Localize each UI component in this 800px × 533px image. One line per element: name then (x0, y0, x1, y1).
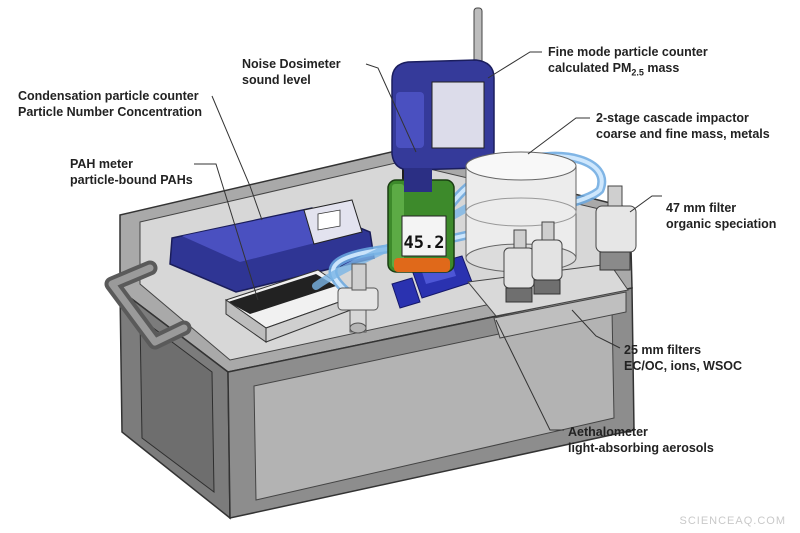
label-filter47-line2: organic speciation (666, 217, 777, 231)
label-fine-line2-prefix: calculated PM (548, 61, 632, 75)
leader-filter25 (571, 309, 621, 349)
label-47mm-filter: 47 mm filter organic speciation (666, 200, 776, 232)
label-pah-line2: particle-bound PAHs (70, 173, 193, 187)
label-aethalometer: Aethalometer light-absorbing aerosols (568, 424, 714, 456)
fine-mode-particle-counter (391, 7, 495, 192)
label-noise-line2: sound level (242, 73, 311, 87)
condensation-particle-counter (169, 199, 375, 293)
label-pah-line1: PAH meter (70, 157, 133, 171)
label-noise-dosimeter: Noise Dosimeter sound level (242, 56, 341, 88)
label-impactor-line1: 2-stage cascade impactor (596, 111, 749, 125)
leader-cpc (211, 95, 263, 221)
label-fine-mode-counter: Fine mode particle counter calculated PM… (548, 44, 708, 81)
label-filter25-line1: 25 mm filters (624, 343, 702, 357)
leader-lines (194, 51, 662, 431)
leader-pah (194, 163, 259, 301)
label-fine-line2: calculated PM2.5 mass (548, 60, 708, 81)
label-25mm-filters: 25 mm filters EC/OC, ions, WSOC (624, 342, 742, 374)
dosimeter-display: 45.2 (404, 233, 445, 253)
filter-holder-47mm (595, 185, 637, 271)
leader-noise (365, 63, 417, 153)
label-cascade-impactor: 2-stage cascade impactor coarse and fine… (596, 110, 770, 142)
label-impactor-line2: coarse and fine mass, metals (596, 127, 770, 141)
label-cpc-line2: Particle Number Concentration (18, 105, 203, 119)
label-fine-line2-sub: 2.5 (631, 67, 644, 78)
label-cpc-line1: Condensation particle counter (18, 89, 199, 103)
label-filter47-line1: 47 mm filter (666, 201, 737, 215)
label-cpc: Condensation particle counter Particle N… (18, 88, 202, 120)
label-pah-meter: PAH meter particle-bound PAHs (70, 156, 193, 188)
label-noise-line1: Noise Dosimeter (242, 57, 341, 71)
leader-fine (487, 51, 542, 79)
leader-aeth (495, 319, 564, 431)
leader-filter47 (629, 195, 662, 213)
flow-manifold (337, 263, 379, 334)
label-filter25-line2: EC/OC, ions, WSOC (624, 359, 743, 373)
watermark: SCIENCEAQ.COM (679, 515, 786, 527)
label-fine-line2-suffix: mass (643, 61, 680, 75)
leader-impactor (527, 117, 590, 155)
label-aeth-line2: light-absorbing aerosols (568, 441, 714, 455)
filter-holder-25mm (503, 221, 563, 303)
label-fine-line1: Fine mode particle counter (548, 45, 708, 59)
label-aeth-line1: Aethalometer (568, 425, 648, 439)
noise-dosimeter (387, 160, 455, 273)
box-handle (104, 260, 192, 350)
